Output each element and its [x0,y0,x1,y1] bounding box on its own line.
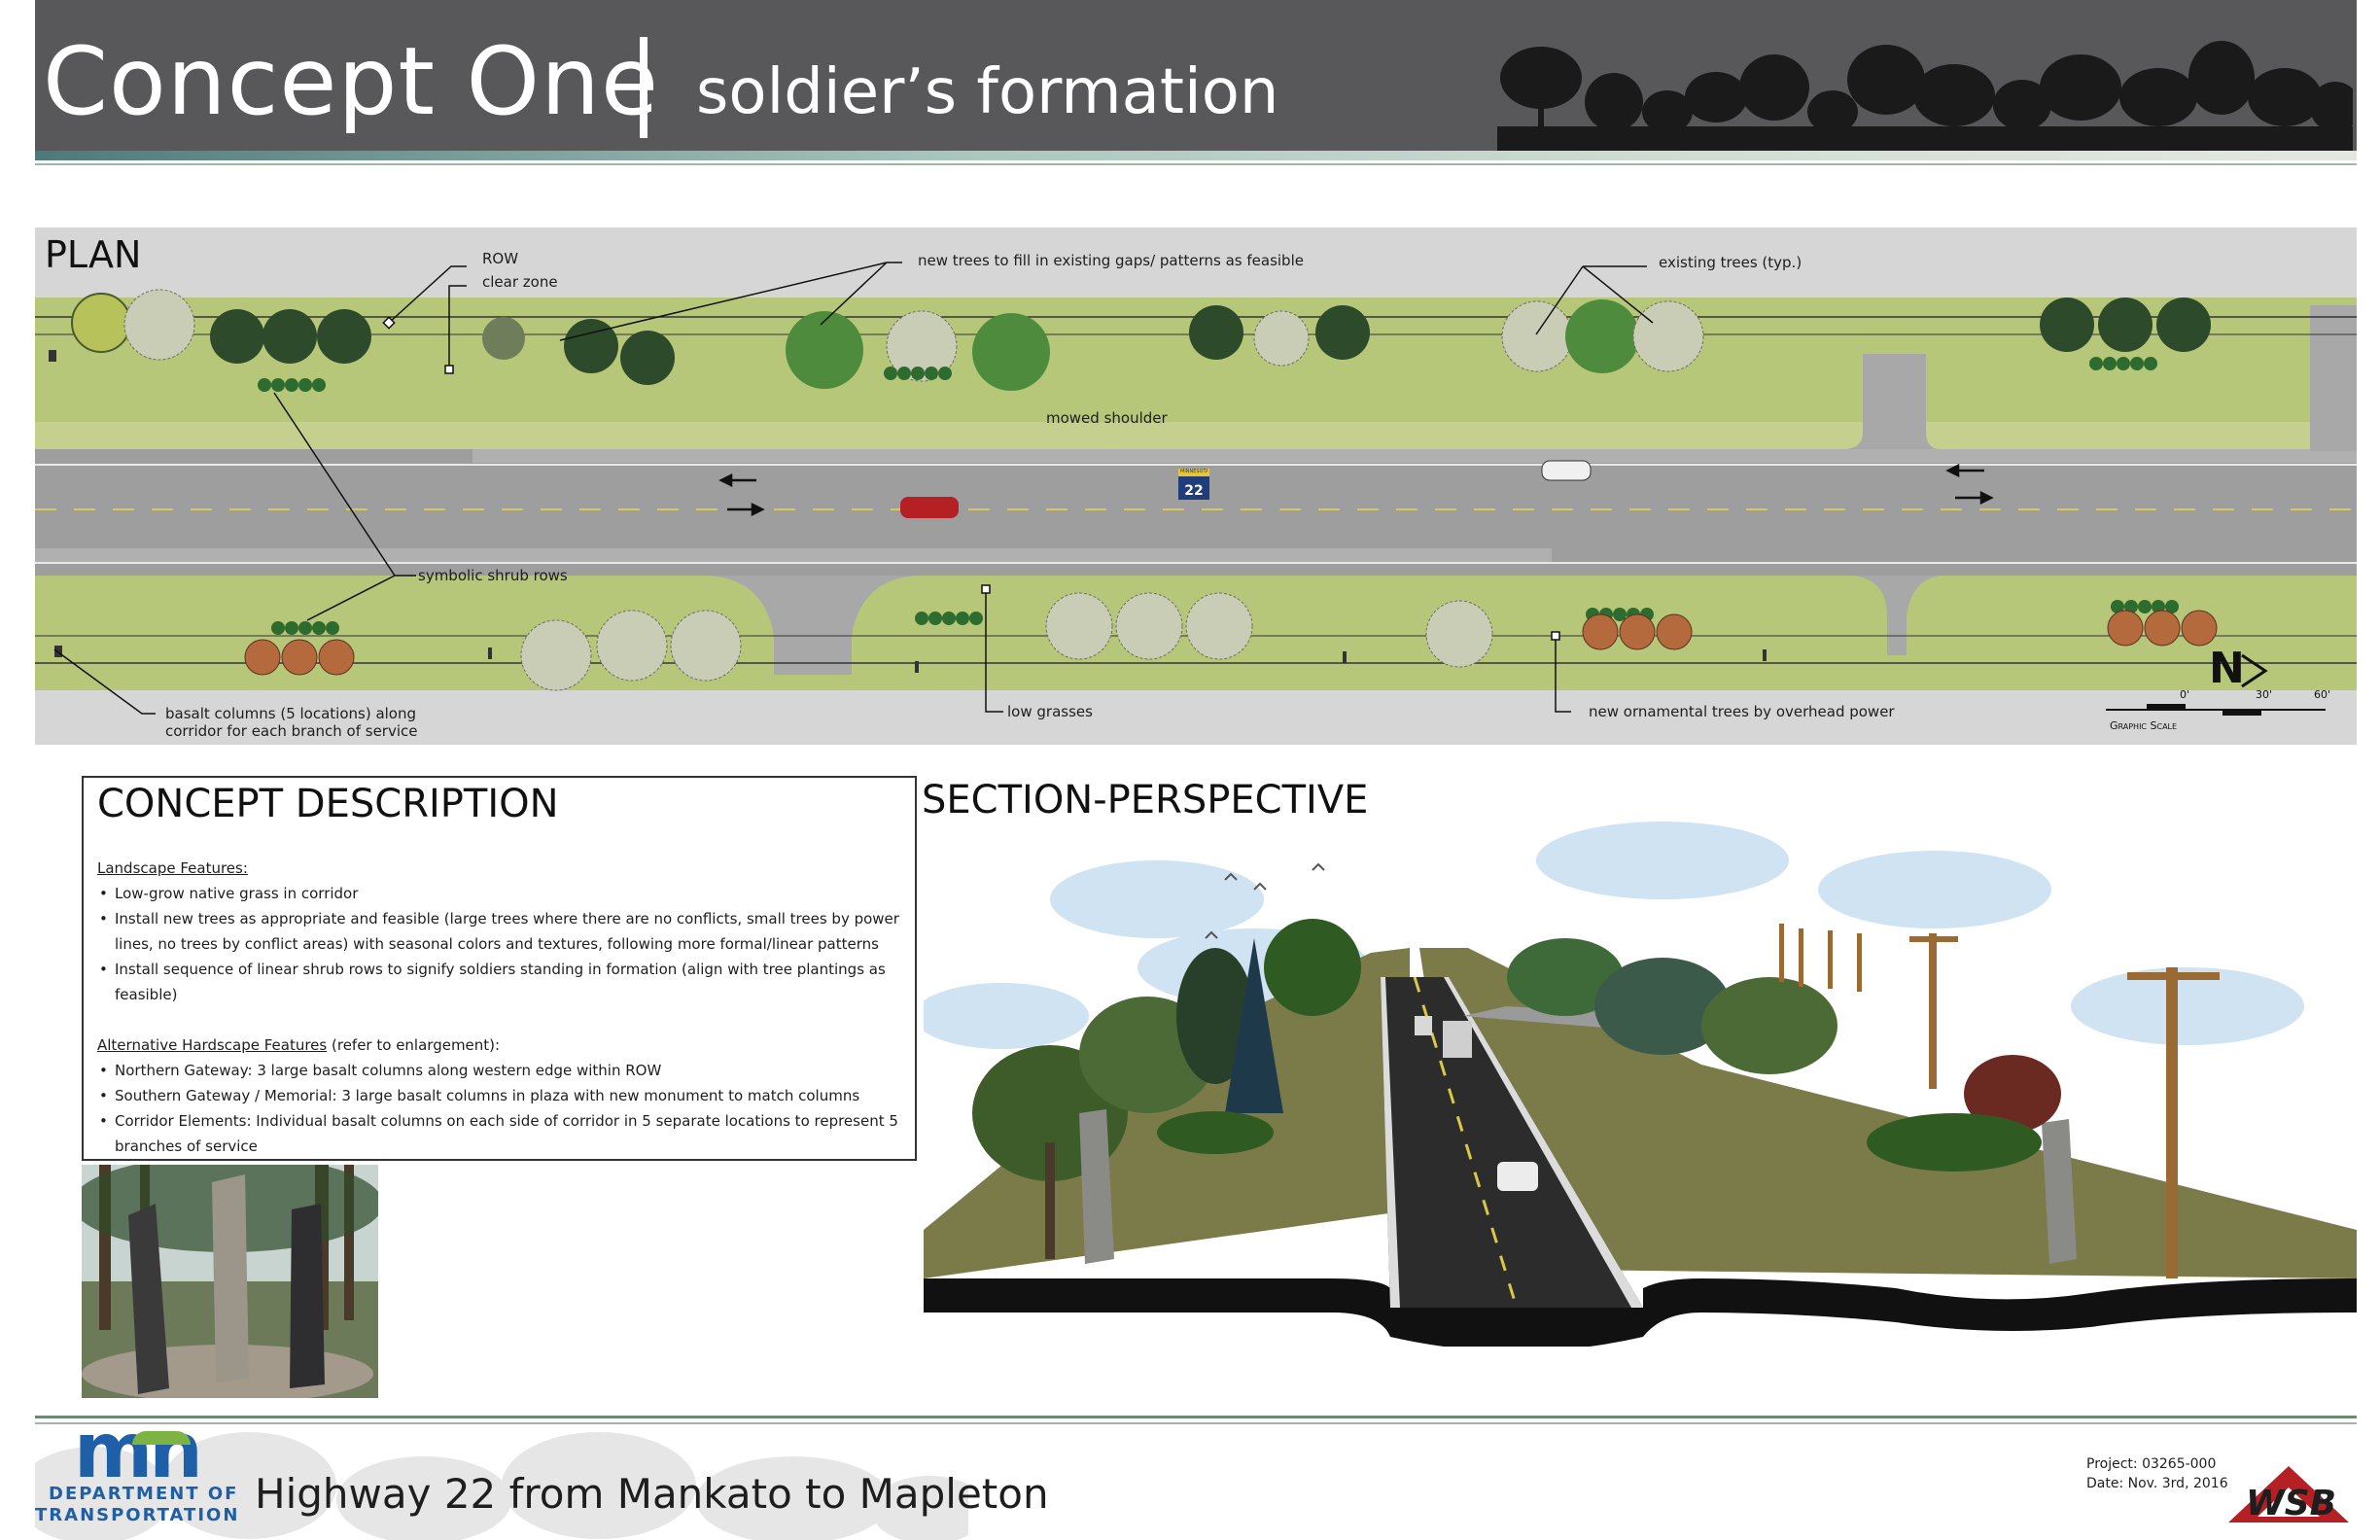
list-item: Southern Gateway / Memorial: 3 large bas… [97,1083,904,1108]
plan-drawing [35,228,2357,745]
mndot-logo-line2: TRANSPORTATION [35,1505,240,1525]
section-perspective-title: SECTION-PERSPECTIVE [922,778,1369,822]
birds-icon [1205,862,1325,939]
basalt-column-right-icon [2042,1119,2077,1264]
ornamental-trees-callout: new ornamental trees by overhead power [1589,703,1895,720]
basalt-columns-callout-line1: basalt columns (5 locations) along [165,705,417,722]
footer-rule-light [35,1422,2357,1424]
page-title: Concept One [43,27,660,136]
existing-trees-north [71,289,2211,391]
basalt-columns-photo [82,1165,378,1398]
north-arrow-icon [2241,653,2268,688]
existing-trees-south [520,592,1493,691]
concept-description-body: Landscape Features: Low-grow native gras… [97,856,904,1159]
wsb-triangle-icon [2228,1466,2349,1522]
landscape-features-heading: Landscape Features: [97,859,248,877]
hardscape-features-list: Northern Gateway: 3 large basalt columns… [97,1058,904,1159]
graphic-scale [2106,704,2326,716]
basalt-column-left-icon [1079,1109,1114,1264]
list-item: Install sequence of linear shrub rows to… [97,957,904,1007]
scale-label: Graphic Scale [2110,719,2178,732]
list-item: Install new trees as appropriate and fea… [97,906,904,957]
section-perspective-illustration [924,822,2357,1347]
low-grasses-callout: low grasses [1007,703,1093,720]
symbolic-shrub-rows-callout: symbolic shrub rows [418,567,568,584]
list-item: Northern Gateway: 3 large basalt columns… [97,1058,904,1083]
project-date: Date: Nov. 3rd, 2016 [2086,1476,2228,1491]
mndot-logo-letters: mn [74,1408,203,1495]
existing-trees-callout: existing trees (typ.) [1659,254,1802,271]
project-title: Highway 22 from Mankato to Mapleton [255,1470,1049,1518]
scale-tick-0: 0' [2180,688,2190,701]
project-info: Project: 03265-000 Date: Nov. 3rd, 2016 [2086,1454,2228,1493]
shrub-rows-south [244,600,2218,676]
highway-shield-number: 22 [1184,483,1204,499]
mowed-shoulder-label: mowed shoulder [1046,409,1168,427]
trees-right [1507,938,2061,1172]
site-plan: PLAN ROW clear zone new trees to fill in… [35,228,2357,745]
title-divider [640,37,648,138]
highway-22-shield-icon [1178,469,1209,500]
footer-rule [35,1416,2357,1418]
landscape-features-list: Low-grow native grass in corridor Instal… [97,881,904,1007]
scale-tick-60: 60' [2314,688,2331,701]
mndot-logo: mn DEPARTMENT OF TRANSPORTATION [35,1408,240,1528]
row-callout: ROW [482,250,519,267]
concept-description-title: CONCEPT DESCRIPTION [97,782,559,826]
project-number: Project: 03265-000 [2086,1456,2217,1472]
shrub-rows-north [258,357,2157,392]
footer-treeline-icon [35,1432,968,1540]
header-accent-strip [35,151,2357,160]
treeline-silhouette-icon [1497,41,2353,151]
basalt-column-markers [49,350,1767,673]
clear-zone-callout: clear zone [482,273,558,291]
red-car-icon [900,497,959,518]
truck-icon [1443,1021,1472,1058]
highway-shield-banner: MINNESOTA [1180,469,1208,474]
traffic-arrows [718,463,1994,517]
mndot-logo-line1: DEPARTMENT OF [49,1484,239,1504]
mndot-logo-leaf-icon [132,1431,191,1445]
white-car-icon [1497,1162,1538,1191]
callout-leaders [53,262,1654,715]
callout-markers [382,316,1560,641]
basalt-columns-callout-line2: corridor for each branch of service [165,722,418,740]
north-label: N [2209,644,2245,693]
new-trees-callout: new trees to fill in existing gaps/ patt… [918,252,1304,269]
list-item: Low-grow native grass in corridor [97,881,904,906]
scale-tick-30: 30' [2256,688,2273,701]
plan-heading: PLAN [45,233,142,276]
list-item: Corridor Elements: Individual basalt col… [97,1108,904,1159]
wsb-logo-text: WSB [2246,1484,2337,1523]
header-underline [35,163,2357,165]
hardscape-features-note: (refer to enlargement): [327,1036,501,1054]
utility-poles-icon [1779,924,2220,1278]
wsb-logo: WSB [2228,1466,2349,1524]
concept-description-box: CONCEPT DESCRIPTION Landscape Features: … [82,776,917,1161]
page-subtitle: soldier’s formation [696,56,1279,128]
hardscape-features-heading: Alternative Hardscape Features [97,1036,328,1054]
white-car-icon [1541,460,1592,481]
hardscape-heading-row: Alternative Hardscape Features (refer to… [97,1032,904,1058]
